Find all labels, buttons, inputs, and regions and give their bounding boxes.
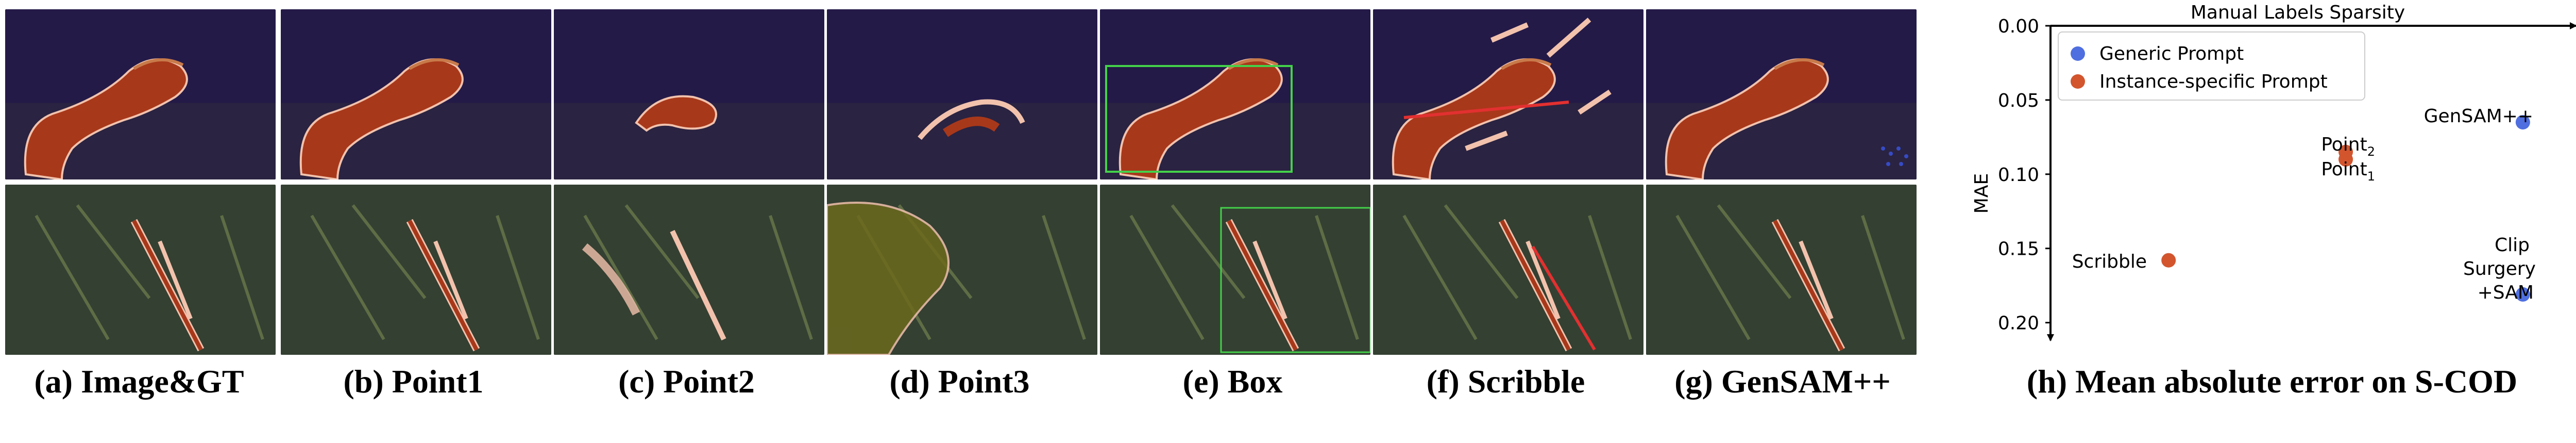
panel-box-row2	[1100, 185, 1370, 355]
panel-box-row1	[1100, 9, 1370, 179]
panel-scribble-row1	[1373, 9, 1643, 179]
panel-image-gt-row2	[5, 185, 276, 355]
caption-g: (g) GenSAM++	[1674, 363, 1891, 400]
legend-label-generic: Generic Prompt	[2099, 43, 2244, 64]
panel-gensam-row2	[1646, 185, 1917, 355]
legend-label-instance: Instance-specific Prompt	[2099, 71, 2328, 92]
panel-point2-row1	[554, 9, 824, 179]
legend-marker-generic	[2071, 46, 2085, 61]
y-axis-label: MAE	[1971, 173, 1992, 214]
caption-b: (b) Point1	[343, 363, 484, 400]
annotation-gensam: GenSAM++	[2424, 106, 2533, 127]
panel-point1-row2	[281, 185, 551, 355]
panel-image-gt-row1	[5, 9, 276, 179]
panel-point2-row2	[554, 185, 824, 355]
caption-h: (h) Mean absolute error on S-COD	[2026, 363, 2518, 400]
annotation-point1-sub: 1	[2367, 169, 2375, 184]
caption-a: (a) Image&GT	[34, 363, 244, 400]
data-point-clip-surgery-sam	[2515, 287, 2530, 302]
annotation-point1-main: Point	[2321, 159, 2367, 180]
panel-scribble-row2	[1373, 185, 1643, 355]
y-tick-label: 0.00	[1998, 16, 2039, 37]
annotation-clip-line3: +SAM	[2478, 282, 2534, 303]
annotation-point1: Point1	[2321, 159, 2375, 184]
caption-c: (c) Point2	[618, 363, 755, 400]
point-annotations: GenSAM++ Point2 Point1 Scribble Clip Sur…	[2072, 106, 2536, 303]
annotation-point2: Point2	[2321, 134, 2375, 159]
y-ticks: 0.00 0.05 0.10 0.15 0.20	[1998, 16, 2050, 334]
panel-gensam-row1	[1646, 9, 1917, 179]
data-points	[2161, 115, 2530, 302]
legend: Generic Prompt Instance-specific Prompt	[2058, 31, 2365, 101]
chart-title: Manual Labels Sparsity	[2191, 2, 2405, 23]
panel-point1-row1	[281, 9, 551, 179]
panel-point3-row1	[827, 9, 1097, 179]
caption-d: (d) Point3	[889, 363, 1030, 400]
legend-box	[2058, 31, 2365, 101]
annotation-clip-line1: Clip	[2495, 235, 2530, 256]
annotation-point2-main: Point	[2321, 134, 2367, 155]
data-point-scribble	[2161, 253, 2176, 268]
annotation-scribble: Scribble	[2072, 251, 2147, 272]
caption-f: (f) Scribble	[1426, 363, 1585, 400]
panel-point3-row2	[827, 185, 1097, 355]
legend-marker-instance	[2071, 74, 2085, 89]
y-tick-label: 0.20	[1998, 313, 2039, 334]
y-tick-label: 0.05	[1998, 90, 2039, 111]
mae-chart-svg: Manual Labels Sparsity MAE 0.000.050.100…	[1971, 2, 2576, 341]
y-tick-label: 0.10	[1998, 165, 2039, 186]
data-point-point1	[2338, 152, 2353, 167]
y-tick-label: 0.15	[1998, 239, 2039, 260]
annotation-point2-sub: 2	[2367, 144, 2375, 159]
data-point-gensam-	[2515, 115, 2530, 130]
caption-e: (e) Box	[1182, 363, 1283, 400]
annotation-clip-line2: Surgery	[2463, 258, 2536, 280]
